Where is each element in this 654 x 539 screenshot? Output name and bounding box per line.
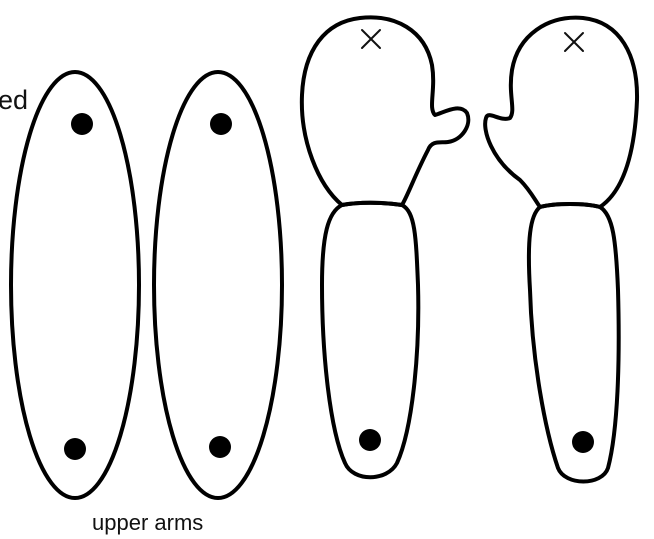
hand-1-outline [302, 17, 468, 205]
forearm-2-dot [572, 431, 594, 453]
upper-arm-2 [154, 72, 282, 498]
upper-arm-1-bottom-dot [64, 438, 86, 460]
forearm-1-dot [359, 429, 381, 451]
upper-arm-2-outline [154, 72, 282, 498]
upper-arm-1 [11, 72, 139, 498]
upper-arm-1-outline [11, 72, 139, 498]
cropped-left-label: ed [0, 85, 28, 115]
upper-arm-2-bottom-dot [209, 436, 231, 458]
hand-2-outline [485, 18, 637, 207]
forearm-hand-2 [485, 18, 637, 482]
upper-arm-2-top-dot [210, 113, 232, 135]
upper-arms-caption: upper arms [92, 510, 203, 535]
upper-arm-1-top-dot [71, 113, 93, 135]
forearm-hand-1 [302, 17, 468, 477]
